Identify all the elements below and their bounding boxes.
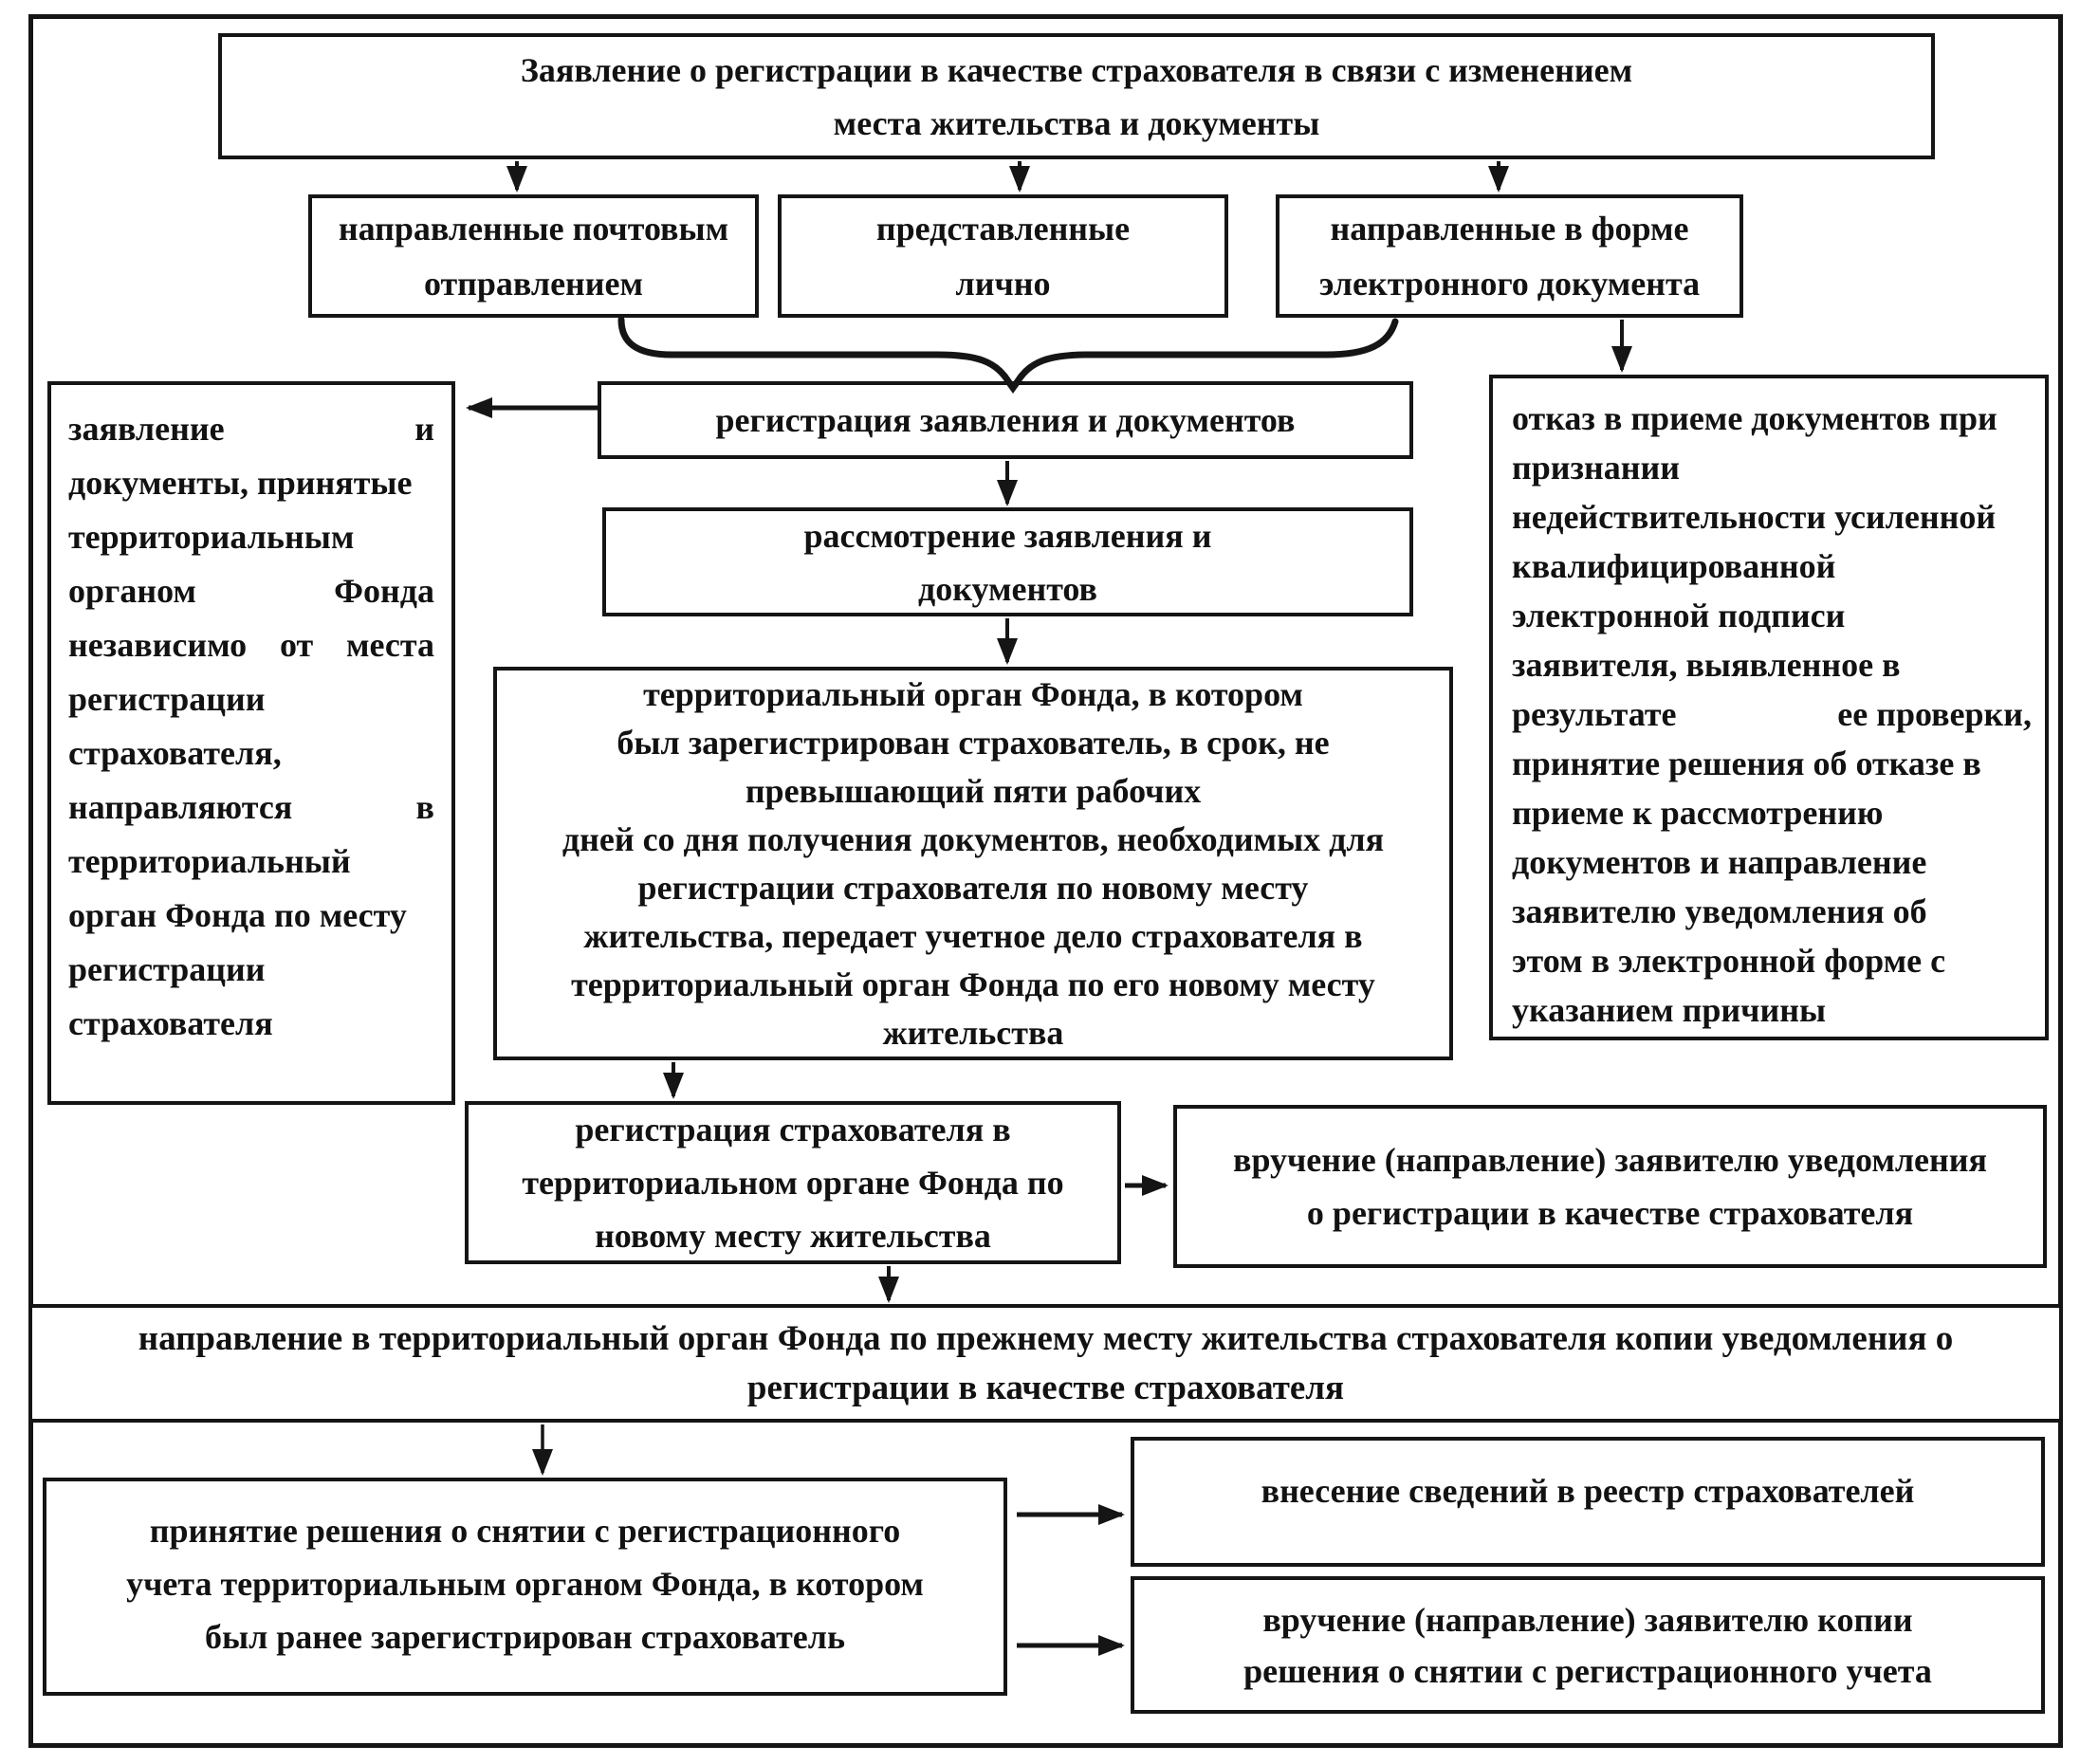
review-box: рассмотрение заявления и документов	[602, 507, 1413, 616]
text-line: территориальный орган Фонда по его новом…	[571, 965, 1375, 1003]
text-line: жительства	[882, 1013, 1064, 1052]
text-line: вручение (направление) заявителю копии	[1262, 1600, 1913, 1639]
text-line: документов и направление	[1512, 843, 1927, 881]
text-line: недействительности усиленной	[1512, 498, 1997, 536]
text-line: территориальным	[68, 518, 355, 556]
text-line: учета территориальным органом Фонда, в к…	[126, 1565, 924, 1603]
notice-delivery-box: вручение (направление) заявителю уведомл…	[1173, 1105, 2047, 1268]
text-line: отправлением	[423, 265, 644, 303]
text-line: рассмотрение заявления и	[803, 516, 1212, 555]
electronic-branch-box: направленные в форме электронного докумен…	[1276, 194, 1743, 318]
text-line: новому месту жительства	[595, 1217, 991, 1255]
text-line: дней со дня получения документов, необхо…	[561, 819, 1385, 858]
text-line: вручение (направление) заявителю уведомл…	[1233, 1141, 1987, 1179]
copy-to-previous-office-band: направление в территориальный орган Фонд…	[32, 1304, 2059, 1423]
text-line: признании	[1512, 449, 1680, 487]
decision-copy-delivery-box: вручение (направление) заявителю копии ре…	[1131, 1576, 2045, 1714]
text-line: превышающий пяти рабочих	[745, 771, 1202, 810]
text-line: территориальный	[68, 842, 351, 880]
text-line: регистрации	[68, 950, 266, 988]
refusal-box: отказ в приеме документов при признании не…	[1489, 375, 2049, 1040]
text-line: направленные в форме	[1330, 210, 1689, 248]
application-box: Заявление о регистрации в качестве страх…	[218, 33, 1935, 159]
text-line: регистрации в качестве страхователя	[746, 1368, 1345, 1407]
text-line: о регистрации в качестве страхователя	[1306, 1194, 1914, 1232]
text-line: территориальный орган Фонда, в котором	[643, 674, 1303, 713]
text-line: страхователя	[68, 1004, 273, 1042]
text-line: регистрация страхователя в	[575, 1111, 1011, 1148]
text-line: этом в электронной форме с	[1512, 942, 1946, 980]
registration-box: регистрация заявления и документов	[598, 381, 1413, 459]
text-line: территориальном органе Фонда по	[522, 1164, 1064, 1202]
text-line: был зарегистрирован страхователь, в срок…	[617, 723, 1330, 762]
text-line: принятие решения о снятии с регистрацион…	[149, 1512, 901, 1550]
text-line: приеме к рассмотрению	[1512, 794, 1884, 832]
registry-entry-box: внесение сведений в реестр страхователей	[1131, 1437, 2045, 1567]
text-line: электронного документа	[1318, 265, 1701, 303]
deregistration-decision-box: принятие решения о снятии с регистрацион…	[43, 1478, 1007, 1696]
text-line: регистрация заявления и документов	[715, 401, 1296, 439]
text-line: документы, принятые	[68, 464, 413, 502]
text-line: регистрации	[68, 680, 266, 718]
text-line: регистрации страхователя по новому месту	[637, 868, 1309, 907]
text-line: внесение сведений в реестр страхователей	[1261, 1472, 1915, 1510]
text-line: отказ в приеме документов при	[1512, 399, 1997, 437]
text-line: заявителю уведомления об	[1512, 892, 1927, 930]
text-line: был ранее зарегистрирован страхователь	[204, 1618, 846, 1656]
text-line: указанием причины	[1512, 991, 1827, 1029]
text-line: лично	[955, 265, 1051, 303]
text-line: принятие решения об отказе в	[1512, 744, 1981, 782]
outer-border	[28, 14, 2063, 1748]
text-line: направленные почтовым	[338, 210, 729, 248]
mail-branch-box: направленные почтовым отправлением	[308, 194, 759, 318]
text-line: квалифицированной	[1512, 547, 1836, 585]
text-line: Заявление о регистрации в качестве страх…	[520, 50, 1633, 89]
text-line: решения о снятии с регистрационного учет…	[1243, 1651, 1932, 1690]
text-line: документов	[918, 569, 1097, 608]
text-line: направление в территориальный орган Фонд…	[138, 1318, 1954, 1358]
text-line: орган Фонда по месту	[68, 896, 407, 934]
text-line: страхователя,	[68, 734, 282, 772]
text-line: жительства, передает учетное дело страхо…	[583, 916, 1363, 955]
text-line: заявителя, выявленное в	[1512, 646, 1901, 684]
text-line: места жительства и документы	[833, 103, 1320, 142]
transfer-case-box: территориальный орган Фонда, в котором бы…	[493, 667, 1453, 1060]
new-place-registration-box: регистрация страхователя в территориально…	[465, 1101, 1121, 1264]
personal-branch-box: представленные лично	[778, 194, 1228, 318]
text-line: электронной подписи	[1512, 597, 1846, 634]
text-line: представленные	[875, 210, 1131, 248]
